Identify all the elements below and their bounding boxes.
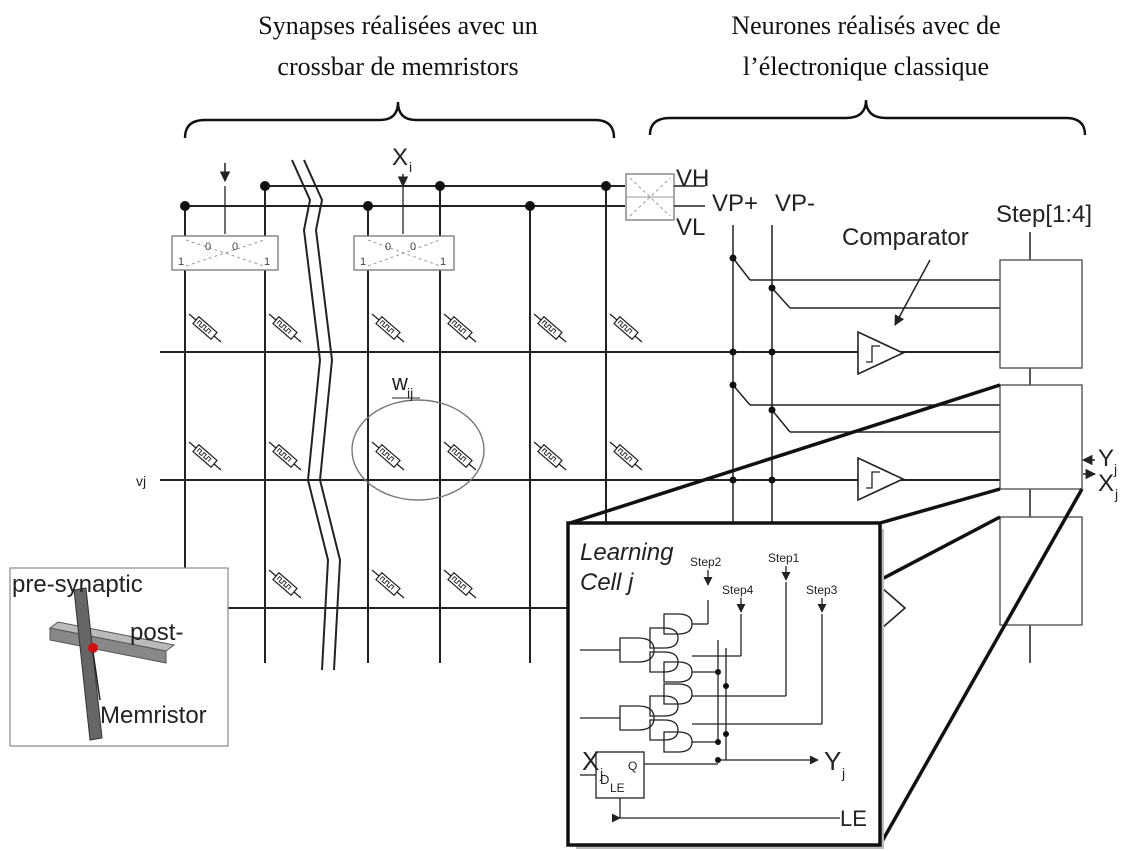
- comparator-1: [857, 330, 905, 376]
- post-synaptic-label: post-: [130, 619, 183, 646]
- learning-cell-zoom-box: Learning Cell j Step2 Step1 Step4 Step3: [566, 521, 884, 849]
- neurons-heading-line2: l’électronique classique: [743, 52, 989, 81]
- svg-text:1: 1: [264, 256, 270, 268]
- neurons-heading: Neurones réalisés avec de l’électronique…: [731, 11, 1000, 81]
- svg-text:ij: ij: [407, 385, 413, 401]
- step4-label: Step4: [722, 583, 754, 597]
- svg-text:i: i: [409, 159, 412, 175]
- zoom-projection-lines: [569, 383, 1084, 846]
- step2-label: Step2: [690, 555, 722, 569]
- memristor-row-1: [188, 313, 643, 343]
- svg-text:0: 0: [232, 241, 238, 253]
- learning-cell-title-line2: Cell j: [580, 569, 634, 596]
- neurons-brace: [648, 99, 1087, 136]
- synapses-heading-line2: crossbar de memristors: [277, 52, 518, 81]
- yj-input-label: Y j: [1098, 445, 1117, 477]
- step1-label: Step1: [768, 551, 800, 565]
- neuron-block-2: [999, 384, 1083, 490]
- cell-xj-label: X j: [582, 746, 603, 781]
- wij-label: w ij: [391, 370, 420, 401]
- crossbar-break-symbol: [291, 159, 330, 671]
- svg-text:0: 0: [385, 241, 391, 253]
- comparator-3: [881, 586, 907, 630]
- svg-text:j: j: [1114, 486, 1118, 502]
- column-switch-left: 1 0 0 1: [171, 235, 279, 271]
- memristor-inset: pre-synaptic post- Memristor: [9, 567, 229, 747]
- svg-text:1: 1: [360, 256, 366, 268]
- neurons-heading-line1: Neurones réalisés avec de: [731, 11, 1000, 40]
- wij-highlight-ellipse: [351, 399, 485, 501]
- synapses-heading-line1: Synapses réalisées avec un: [258, 11, 537, 40]
- memristor-row-2: [188, 441, 643, 471]
- xj-output-label: X j: [1098, 470, 1118, 502]
- svg-text:X: X: [392, 144, 408, 171]
- neuron-block-1: [999, 259, 1083, 369]
- cell-yj-label: Y j: [824, 746, 845, 781]
- pre-synaptic-label: pre-synaptic: [12, 571, 143, 598]
- memristor-row-3: [268, 569, 477, 599]
- cell-le-label: LE: [840, 806, 867, 831]
- synapses-brace: [183, 101, 616, 139]
- vl-label: VL: [676, 214, 705, 241]
- vp-plus-label: VP+: [712, 190, 758, 217]
- svg-text:0: 0: [205, 241, 211, 253]
- step3-label: Step3: [806, 583, 838, 597]
- svg-text:X: X: [1098, 470, 1114, 497]
- ff-le-label: LE: [610, 781, 625, 795]
- ff-q-label: Q: [628, 759, 637, 773]
- vp-minus-label: VP-: [775, 190, 815, 217]
- ff-d-label: D: [600, 772, 609, 787]
- vh-label: VH: [676, 165, 709, 192]
- vh-vl-switch: [625, 173, 705, 221]
- neuron-switch-dots: [729, 254, 776, 484]
- comparator-2: [857, 456, 905, 502]
- svg-text:X: X: [582, 746, 599, 776]
- svg-text:Y: Y: [824, 746, 841, 776]
- synapses-heading: Synapses réalisées avec un crossbar de m…: [258, 11, 537, 81]
- column-switch-right: 1 0 0 1: [353, 235, 455, 271]
- svg-text:0: 0: [410, 241, 416, 253]
- svg-text:j: j: [1113, 461, 1117, 477]
- crossbar-junction-dots: [180, 181, 611, 211]
- svg-text:Y: Y: [1098, 445, 1114, 472]
- svg-text:j: j: [841, 765, 845, 781]
- step-bus-label: Step[1:4]: [996, 201, 1092, 228]
- memristor-label: Memristor: [100, 702, 207, 729]
- comparator-label: Comparator: [842, 224, 969, 251]
- svg-text:1: 1: [178, 256, 184, 268]
- vj-label: vj: [136, 473, 146, 489]
- learning-cell-title-line1: Learning: [580, 539, 674, 566]
- svg-text:1: 1: [440, 256, 446, 268]
- svg-text:w: w: [391, 370, 408, 395]
- memristor-dot: [88, 643, 98, 653]
- svg-text:j: j: [599, 765, 603, 781]
- xi-label: X i: [392, 144, 412, 175]
